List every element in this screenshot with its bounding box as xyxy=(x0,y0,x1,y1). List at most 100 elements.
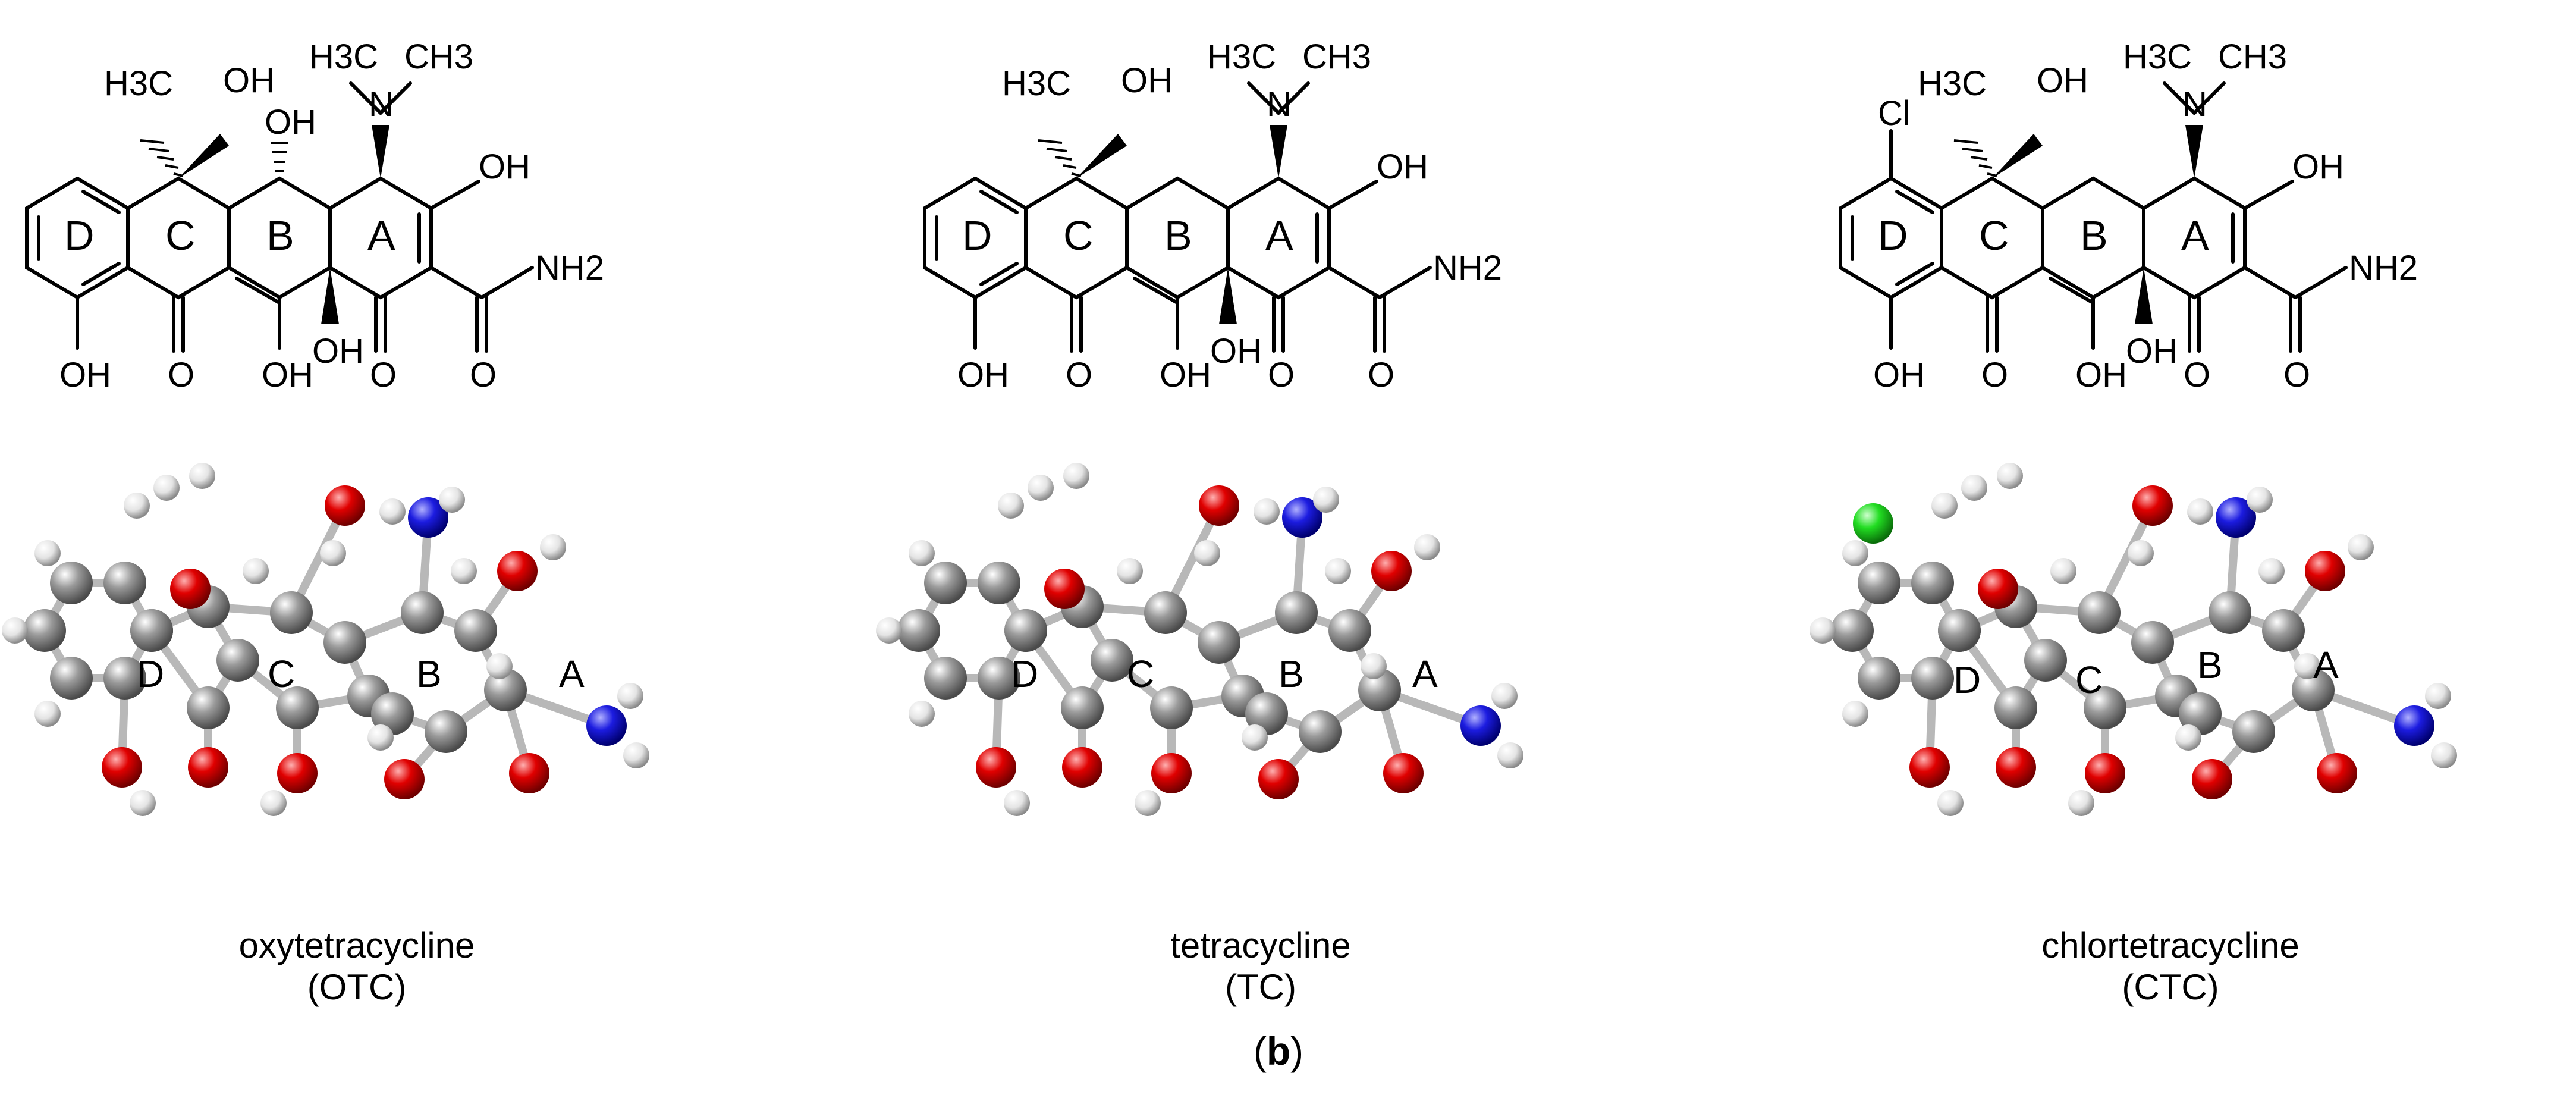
tc-ring-label-a: A xyxy=(1265,212,1293,259)
ctc-hydrogen-atom xyxy=(1842,540,1868,566)
ctc-oh-label: OH xyxy=(1873,356,1925,394)
ctc-nitrogen-atom xyxy=(2394,705,2434,746)
tc-carbon-atom xyxy=(1275,591,1318,634)
ctc-hydrogen-atom xyxy=(1961,475,1987,501)
tc-hydrogen-atom xyxy=(1117,558,1143,584)
otc-nitrogen-atom xyxy=(408,497,448,538)
ctc-ch3-label: CH3 xyxy=(2218,37,2287,76)
tc-hydrogen-atom xyxy=(1135,790,1161,816)
tc-carbon-atom xyxy=(1061,686,1104,729)
ctc-carbon-atom xyxy=(2024,639,2067,682)
otc-oxygen-atom xyxy=(497,551,538,591)
otc-ring-label-c: C xyxy=(165,212,196,259)
ctc-3d-ring-label-c: C xyxy=(2075,658,2103,701)
tc-carbon-atom xyxy=(978,657,1020,700)
otc-oxygen-atom xyxy=(325,485,365,526)
otc-hydrogen-atom xyxy=(153,475,180,501)
tc-oxygen-atom xyxy=(1258,759,1299,799)
tc-oxygen-atom xyxy=(1151,753,1192,793)
ctc-ring-label-c: C xyxy=(1979,212,2009,259)
ctc-hydrogen-atom xyxy=(2348,534,2374,560)
ctc-hydrogen-atom xyxy=(2050,558,2076,584)
otc-carbon-atom xyxy=(130,609,173,652)
ctc-oxygen-atom xyxy=(2317,753,2357,793)
tc-nh2-label: NH2 xyxy=(1433,249,1502,287)
otc-carbon-atom xyxy=(187,686,230,729)
tc-3d-ring-label-b: B xyxy=(1278,653,1304,695)
ctc-carbon-atom xyxy=(2078,591,2121,634)
ctc-carbon-atom xyxy=(2179,692,2222,735)
tc-hydrogen-atom xyxy=(1254,498,1280,525)
ctc-oxygen-atom xyxy=(1909,747,1950,788)
otc-nitrogen-atom xyxy=(586,705,627,746)
tc-hydrogen-atom xyxy=(998,493,1024,519)
ctc-carbon-atom xyxy=(1858,562,1900,604)
tc-carbon-atom xyxy=(1299,710,1342,753)
ctc-h3c-label: H3C xyxy=(2123,37,2192,76)
ctc-hydrogen-atom xyxy=(1931,493,1958,519)
ctc-o-label: O xyxy=(2184,356,2210,394)
otc-3d-ring-label-d: D xyxy=(137,653,164,695)
ctc-carbon-atom xyxy=(1938,609,1981,652)
ctc-hydrogen-atom xyxy=(1842,701,1868,727)
tc-carbon-atom xyxy=(924,562,967,604)
tc-hydrogen-atom xyxy=(1063,463,1089,489)
tc-oxygen-atom xyxy=(1199,485,1239,526)
tc-hydrogen-atom xyxy=(1325,558,1351,584)
ctc-n-label: N xyxy=(2182,85,2207,124)
ctc-oxygen-atom xyxy=(2305,551,2345,591)
otc-oh-label: OH xyxy=(479,148,530,186)
otc-carbon-atom xyxy=(276,686,319,729)
ctc-oh-label: OH xyxy=(2037,61,2088,100)
ctc-3d-ring-label-a: A xyxy=(2313,644,2339,686)
ctc-abbr-caption: (CTC) xyxy=(2122,967,2219,1007)
otc-carbon-atom xyxy=(270,591,313,634)
ctc-hydrogen-atom xyxy=(1937,790,1964,816)
otc-hydrogen-atom xyxy=(439,487,465,513)
tc-carbon-atom xyxy=(1091,639,1133,682)
otc-hydrogen-atom xyxy=(540,534,566,560)
tc-oxygen-atom xyxy=(976,747,1016,788)
ctc-carbon-atom xyxy=(1994,686,2037,729)
ctc-ring-label-d: D xyxy=(1878,212,1908,259)
ctc-hydrogen-atom xyxy=(2068,790,2094,816)
ctc-carbon-atom xyxy=(2262,609,2305,652)
tc-hydrogen-atom xyxy=(909,701,935,727)
tc-hydrogen-atom xyxy=(909,540,935,566)
ctc-oxygen-atom xyxy=(2132,485,2173,526)
otc-o-label: O xyxy=(168,356,194,394)
otc-carbon-atom xyxy=(323,621,366,664)
tc-carbon-atom xyxy=(1245,692,1288,735)
tc-hydrogen-atom xyxy=(1497,742,1523,768)
otc-model-3d xyxy=(2,463,649,816)
tc-model-3d xyxy=(876,463,1523,816)
ctc-carbon-atom xyxy=(2131,621,2174,664)
tc-h3c-label: H3C xyxy=(1207,37,1276,76)
otc-hydrogen-atom xyxy=(260,790,287,816)
otc-hydrogen-atom xyxy=(130,790,156,816)
otc-oxygen-atom xyxy=(509,753,549,793)
otc-carbon-atom xyxy=(103,562,146,604)
tc-name-caption: tetracycline xyxy=(1170,926,1350,965)
otc-3d-ring-label-b: B xyxy=(416,653,442,695)
tc-oxygen-atom xyxy=(1383,753,1424,793)
ctc-hydrogen-atom xyxy=(2247,487,2273,513)
tc-carbon-atom xyxy=(1150,686,1193,729)
ctc-hydrogen-atom xyxy=(2425,683,2451,709)
ctc-oh-label: OH xyxy=(2075,356,2127,394)
ctc-ring-label-a: A xyxy=(2181,212,2209,259)
ctc-hydrogen-atom xyxy=(1997,463,2023,489)
tc-oh-label: OH xyxy=(1210,332,1262,371)
ctc-carbon-atom xyxy=(1831,609,1874,652)
tc-hydrogen-atom xyxy=(1414,534,1440,560)
otc-hydrogen-atom xyxy=(2,617,28,644)
ctc-hydrogen-atom xyxy=(1810,617,1836,644)
otc-hydrogen-atom xyxy=(379,498,406,525)
ctc-carbon-atom xyxy=(2232,710,2275,753)
otc-hydrogen-atom xyxy=(189,463,215,489)
tc-ring-label-b: B xyxy=(1164,212,1192,259)
tc-carbon-atom xyxy=(1198,621,1240,664)
otc-carbon-atom xyxy=(454,609,497,652)
ctc-oh-label: OH xyxy=(2126,332,2178,371)
otc-hydrogen-atom xyxy=(124,493,150,519)
